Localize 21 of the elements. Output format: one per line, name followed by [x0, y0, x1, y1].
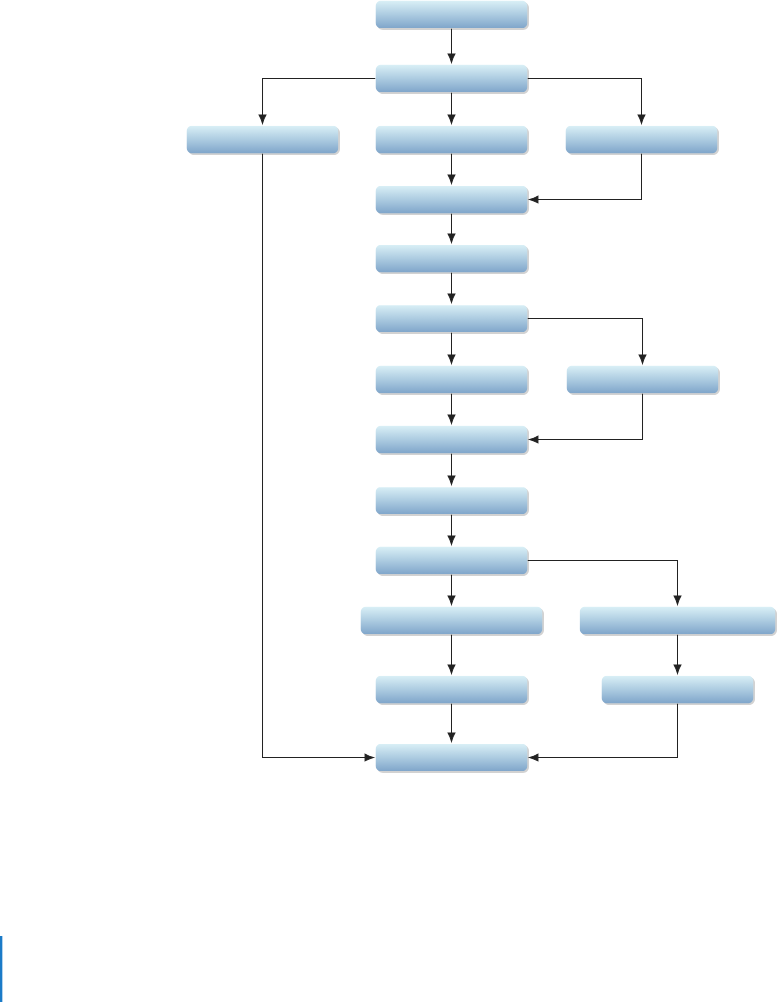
arrow [447, 28, 456, 63]
arrow [447, 453, 456, 485]
arrow [529, 703, 678, 762]
arrow [447, 332, 456, 364]
arrow [447, 703, 456, 742]
arrow [527, 78, 646, 124]
arrow [673, 634, 682, 674]
arrow [262, 153, 374, 762]
arrow [447, 574, 456, 605]
arrow [447, 92, 456, 124]
arrow [447, 514, 456, 545]
arrow [447, 393, 456, 424]
arrow [447, 272, 456, 303]
arrow [447, 213, 456, 243]
arrow [258, 78, 376, 124]
arrow [529, 153, 642, 204]
arrow [527, 318, 647, 364]
arrow [527, 560, 682, 605]
arrow [529, 393, 643, 444]
arrow [447, 153, 456, 184]
arrow [447, 634, 456, 674]
